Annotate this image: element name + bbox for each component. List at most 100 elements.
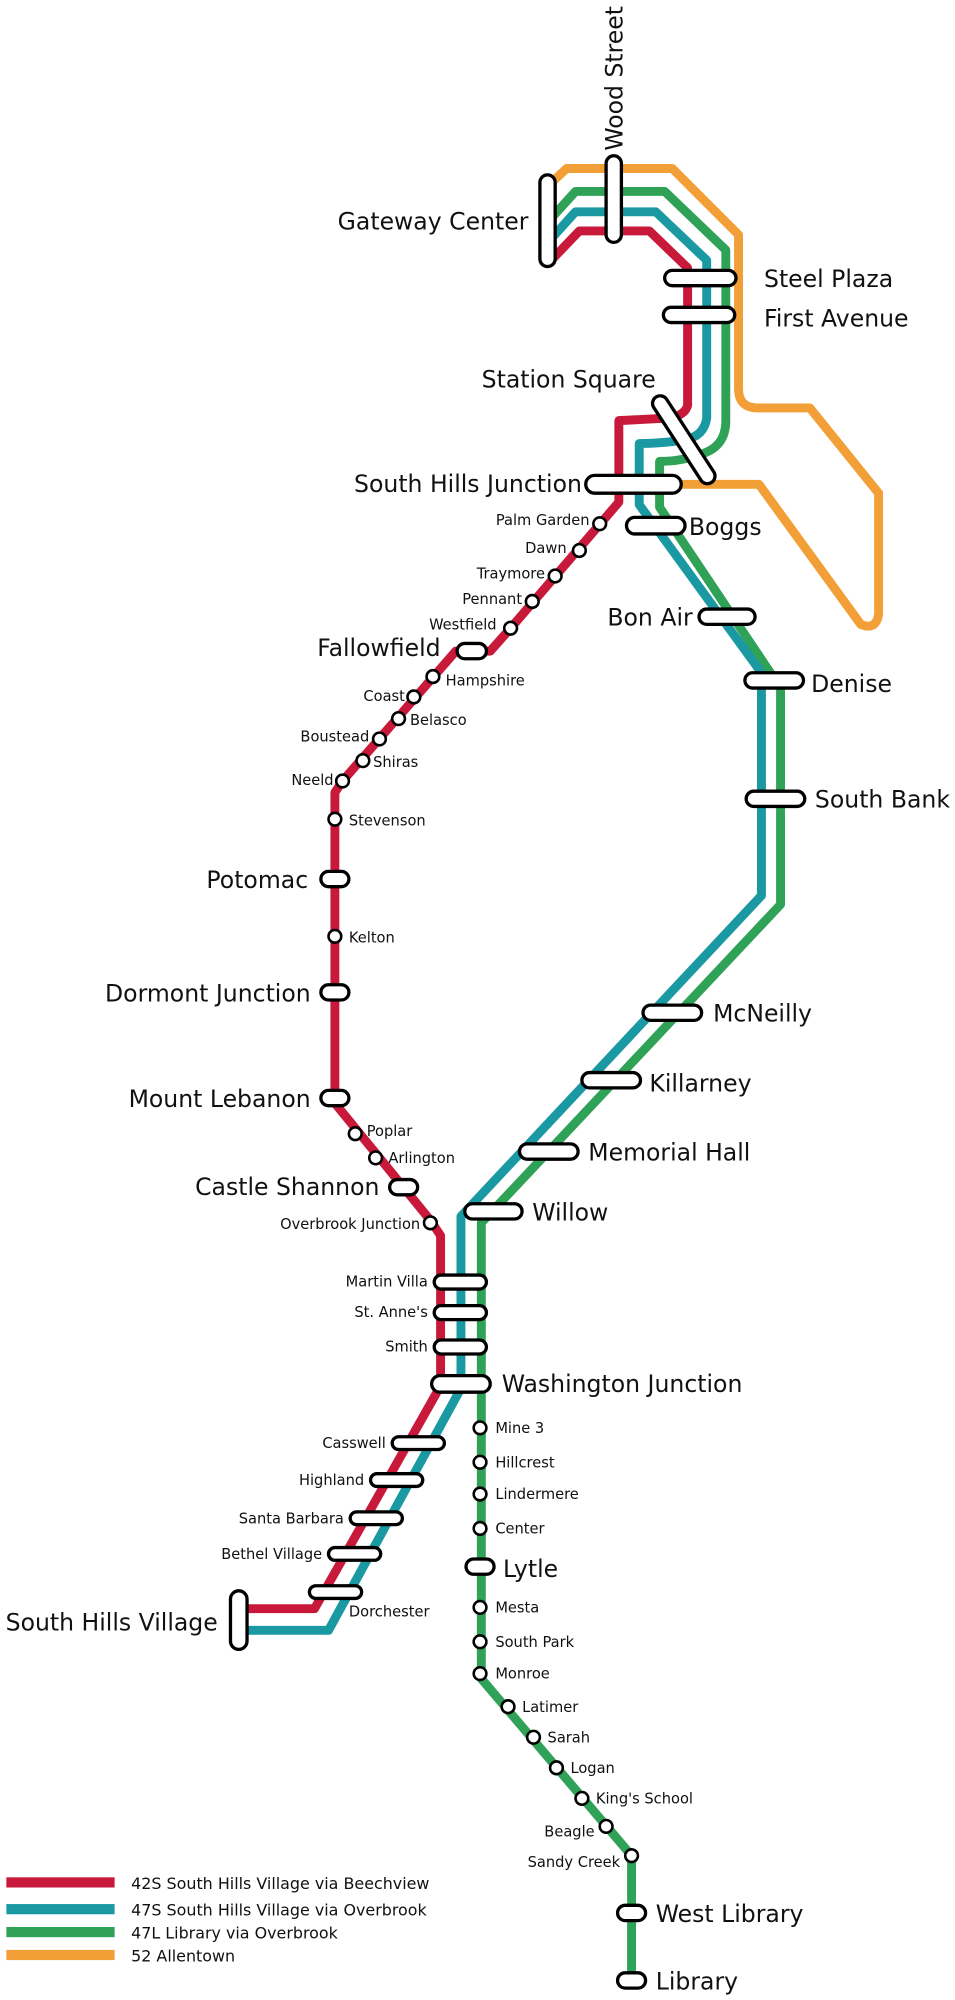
stop-label: Westfield — [429, 616, 497, 633]
stop-lindermere[interactable]: Lindermere — [472, 1486, 579, 1503]
stop-marker — [472, 1599, 488, 1616]
stop-label: Palm Garden — [496, 512, 590, 529]
stop-boustead[interactable]: Boustead — [300, 729, 388, 747]
stop-palm-garden[interactable]: Palm Garden — [496, 512, 608, 532]
station-label: Steel Plaza — [764, 265, 893, 293]
station-south-bank[interactable]: South Bank — [744, 786, 950, 814]
station-south-hills-junction[interactable]: South Hills Junction — [354, 470, 683, 498]
stop-label: Poplar — [367, 1123, 414, 1140]
stop-overbrook-junction[interactable]: Overbrook Junction — [280, 1215, 439, 1233]
station-lytle[interactable]: Lytle — [464, 1555, 558, 1583]
station-bon-air[interactable]: Bon Air — [607, 604, 757, 632]
stop-sarah[interactable]: Sarah — [525, 1729, 590, 1746]
station-boggs[interactable]: Boggs — [624, 513, 762, 541]
stop-shiras[interactable]: Shiras — [355, 752, 419, 771]
stop-marker — [472, 1420, 488, 1436]
station-label: South Hills Village — [6, 1608, 218, 1636]
stop-traymore[interactable]: Traymore — [476, 566, 563, 584]
line-52-allentown[interactable] — [547, 164, 884, 631]
station-label: Dormont Junction — [105, 979, 311, 1007]
stop-westfield[interactable]: Westfield — [429, 616, 519, 636]
stop-marker — [548, 1760, 565, 1776]
stop-dawn[interactable]: Dawn — [525, 540, 588, 559]
stop-label: Latimer — [522, 1699, 579, 1716]
station-memorial-hall[interactable]: Memorial Hall — [517, 1138, 751, 1166]
station-dormont-junction[interactable]: Dormont Junction — [105, 979, 351, 1007]
stop-marker — [334, 773, 351, 789]
station-west-library[interactable]: West Library — [615, 1900, 804, 1928]
stop-mesta[interactable]: Mesta — [472, 1599, 540, 1616]
station-casswell[interactable]: Casswell — [322, 1435, 447, 1452]
station-label: Boggs — [689, 513, 762, 541]
stop-monroe[interactable]: Monroe — [472, 1666, 550, 1683]
station-dorchester[interactable]: Dorchester — [307, 1584, 430, 1621]
stop-kings-school[interactable]: King's School — [574, 1790, 693, 1807]
stop-arlington[interactable]: Arlington — [367, 1150, 455, 1167]
station-willow[interactable]: Willow — [463, 1198, 609, 1226]
stop-stevenson[interactable]: Stevenson — [327, 811, 426, 830]
legend-swatch — [6, 1949, 115, 1961]
stop-label: Stevenson — [349, 813, 426, 830]
stop-hampshire[interactable]: Hampshire — [425, 668, 525, 689]
stop-center[interactable]: Center — [472, 1520, 546, 1538]
station-first-avenue[interactable]: First Avenue — [661, 304, 909, 332]
station-denise[interactable]: Denise — [743, 670, 892, 698]
stop-south-park[interactable]: South Park — [472, 1634, 575, 1651]
station-gateway-center[interactable]: Gateway Center — [338, 173, 557, 269]
line-42s-south-hills-village-beechview[interactable] — [247, 226, 693, 1614]
station-mcneilly[interactable]: McNeilly — [641, 1000, 812, 1028]
stop-marker — [347, 1126, 363, 1142]
stop-poplar[interactable]: Poplar — [347, 1123, 414, 1142]
station-castle-shannon[interactable]: Castle Shannon — [195, 1173, 420, 1201]
station-library[interactable]: Library — [615, 1967, 739, 1995]
stop-sandy-creek[interactable]: Sandy Creek — [528, 1848, 640, 1871]
legend-swatch — [6, 1926, 115, 1938]
station-wood-street[interactable]: Wood Street — [601, 6, 629, 245]
stop-pennant[interactable]: Pennant — [462, 591, 540, 610]
station-label: Potomac — [206, 866, 308, 894]
station-potomac[interactable]: Potomac — [206, 866, 351, 894]
stop-coast[interactable]: Coast — [363, 688, 422, 705]
station-label: Wood Street — [601, 6, 629, 151]
stop-latimer[interactable]: Latimer — [500, 1699, 580, 1716]
legend-label: 52 Allentown — [131, 1946, 235, 1965]
stop-beagle[interactable]: Beagle — [544, 1818, 614, 1841]
station-smith[interactable]: Smith — [385, 1338, 489, 1356]
stop-label: Traymore — [476, 566, 545, 583]
stop-marker — [502, 620, 519, 636]
stop-label: Mine 3 — [495, 1420, 544, 1437]
station-st-annes[interactable]: St. Anne's — [354, 1303, 489, 1322]
stop-label: King's School — [596, 1790, 693, 1807]
station-highland[interactable]: Highland — [299, 1472, 425, 1489]
stop-mine-3[interactable]: Mine 3 — [472, 1420, 545, 1437]
legend-swatch — [6, 1904, 115, 1915]
station-south-hills-village[interactable]: South Hills Village — [6, 1589, 249, 1652]
stop-logan[interactable]: Logan — [548, 1760, 615, 1777]
station-steel-plaza[interactable]: Steel Plaza — [663, 265, 893, 293]
stop-marker — [472, 1634, 488, 1650]
station-label: Memorial Hall — [588, 1138, 750, 1166]
stop-belasco[interactable]: Belasco — [390, 710, 467, 729]
station-station-square[interactable]: Station Square — [482, 366, 718, 487]
station-santa-barbara[interactable]: Santa Barbara — [239, 1510, 405, 1527]
stop-label: Dawn — [525, 540, 566, 557]
stop-kelton[interactable]: Kelton — [327, 928, 395, 947]
station-martin-villa[interactable]: Martin Villa — [346, 1273, 489, 1291]
legend: 42S South Hills Village via Beechview 47… — [6, 1874, 429, 1965]
stop-label: Hillcrest — [495, 1454, 555, 1471]
stop-marker — [472, 1454, 488, 1470]
station-fallowfield[interactable]: Fallowfield — [317, 634, 489, 662]
stop-hillcrest[interactable]: Hillcrest — [472, 1454, 555, 1471]
legend-swatch — [6, 1877, 115, 1888]
stop-marker — [327, 928, 343, 944]
station-washington-junction[interactable]: Washington Junction — [430, 1370, 743, 1398]
stop-marker — [472, 1520, 488, 1537]
stop-marker — [525, 1729, 542, 1745]
station-mount-lebanon[interactable]: Mount Lebanon — [129, 1085, 351, 1113]
station-label: Smith — [385, 1338, 428, 1355]
station-label: Casswell — [322, 1435, 386, 1452]
station-label: Killarney — [649, 1070, 751, 1098]
station-bethel-village[interactable]: Bethel Village — [221, 1545, 383, 1563]
stop-neeld[interactable]: Neeld — [291, 772, 351, 789]
station-killarney[interactable]: Killarney — [580, 1070, 752, 1098]
